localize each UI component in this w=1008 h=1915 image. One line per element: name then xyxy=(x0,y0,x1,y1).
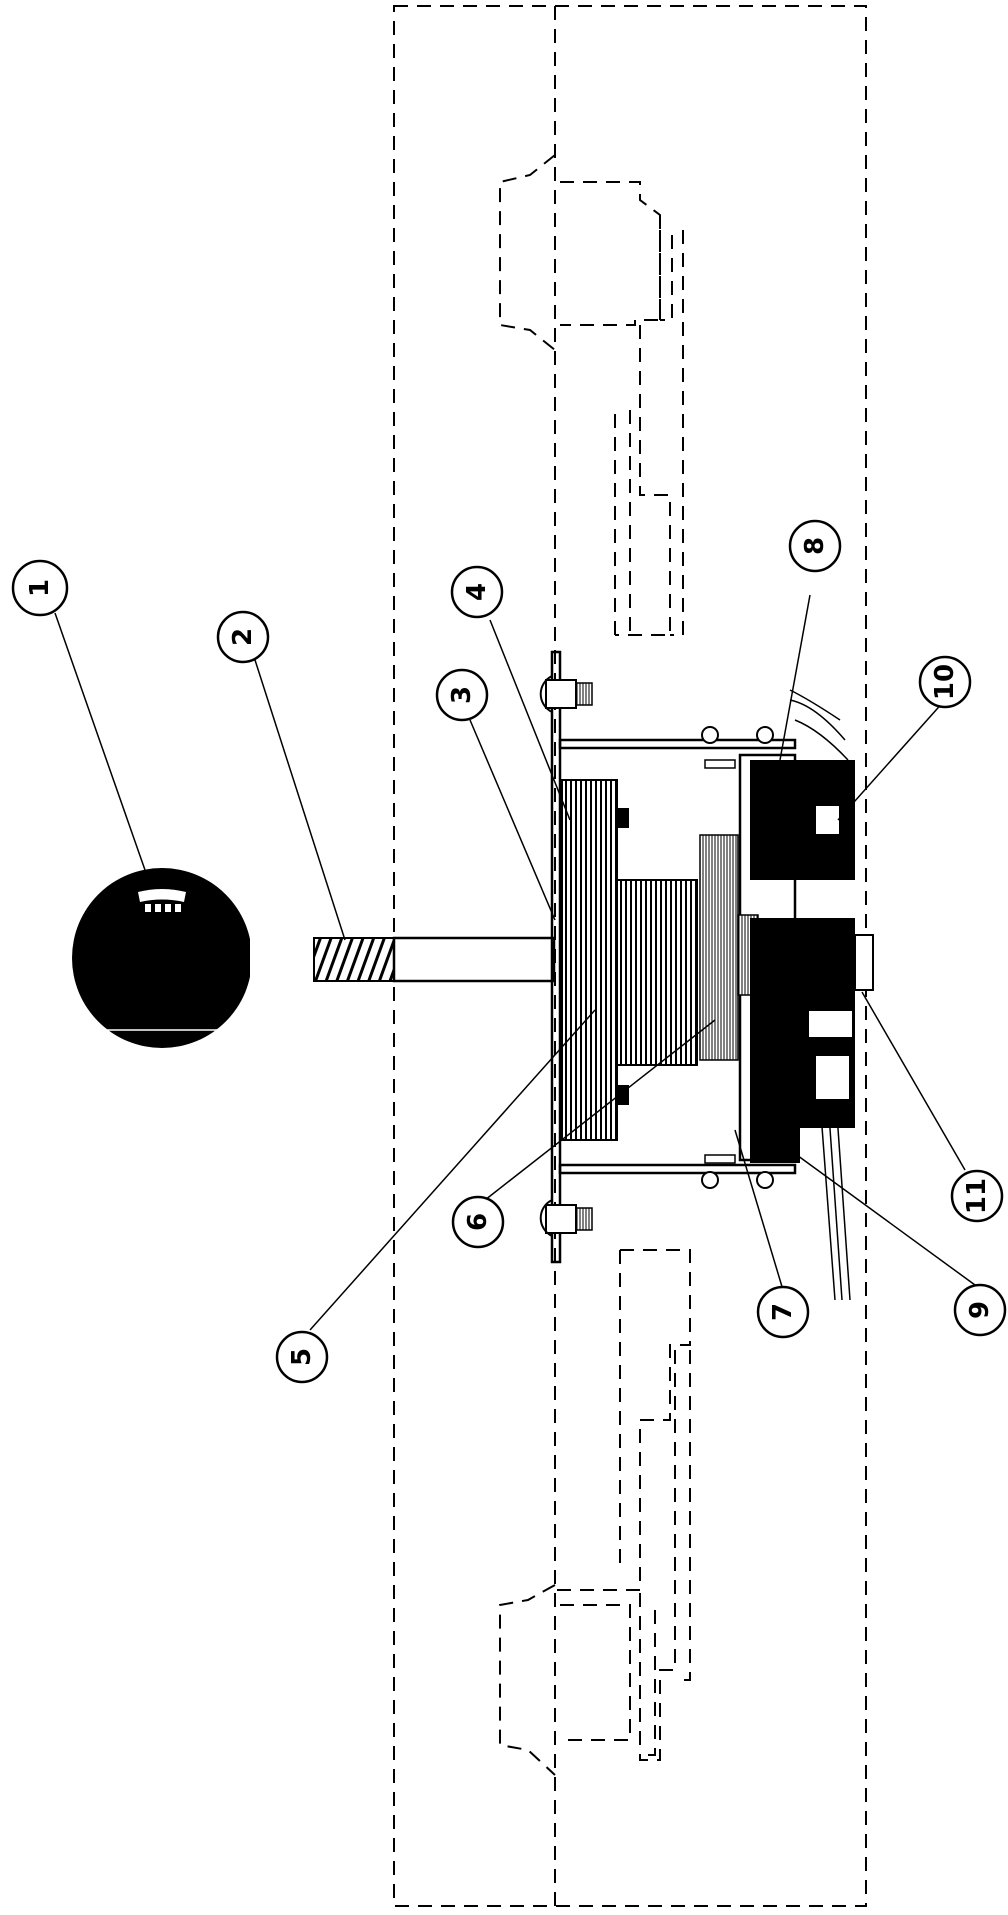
shaft xyxy=(313,936,556,983)
callout-9-label: 9 xyxy=(965,1301,995,1319)
callout-3-label: 3 xyxy=(447,686,477,704)
callout-8-label: 8 xyxy=(800,537,830,555)
callout-1-label: 1 xyxy=(25,579,55,597)
callout-8: 8 xyxy=(788,519,842,573)
hidden-components-bottom xyxy=(499,1249,691,1776)
switch-block-upper xyxy=(750,689,855,880)
callout-6: 6 xyxy=(451,1195,505,1249)
callout-4-label: 4 xyxy=(462,583,492,601)
switch-block-lower xyxy=(750,918,874,1301)
mounting-plate xyxy=(539,650,593,1264)
pinion xyxy=(699,834,759,1061)
callout-4: 4 xyxy=(450,565,504,619)
callout-5-label: 5 xyxy=(287,1348,317,1366)
callout-10: 10 xyxy=(918,655,972,709)
callout-10-label: 10 xyxy=(930,664,960,700)
callout-9: 9 xyxy=(953,1283,1007,1337)
hidden-components-top xyxy=(499,154,684,636)
callout-7: 7 xyxy=(756,1285,810,1339)
joystick-ball-knob xyxy=(70,868,270,1050)
leader-lines xyxy=(54,594,976,1331)
callout-7-label: 7 xyxy=(768,1303,798,1321)
callout-2: 2 xyxy=(216,610,270,664)
gear-sector xyxy=(561,779,698,1141)
callout-6-label: 6 xyxy=(463,1213,493,1231)
callout-11-label: 11 xyxy=(962,1178,992,1214)
callout-2-label: 2 xyxy=(228,628,258,646)
callout-5: 5 xyxy=(275,1330,329,1384)
callout-1: 1 xyxy=(11,559,69,617)
callout-11: 11 xyxy=(950,1169,1004,1223)
callout-3: 3 xyxy=(435,668,489,722)
